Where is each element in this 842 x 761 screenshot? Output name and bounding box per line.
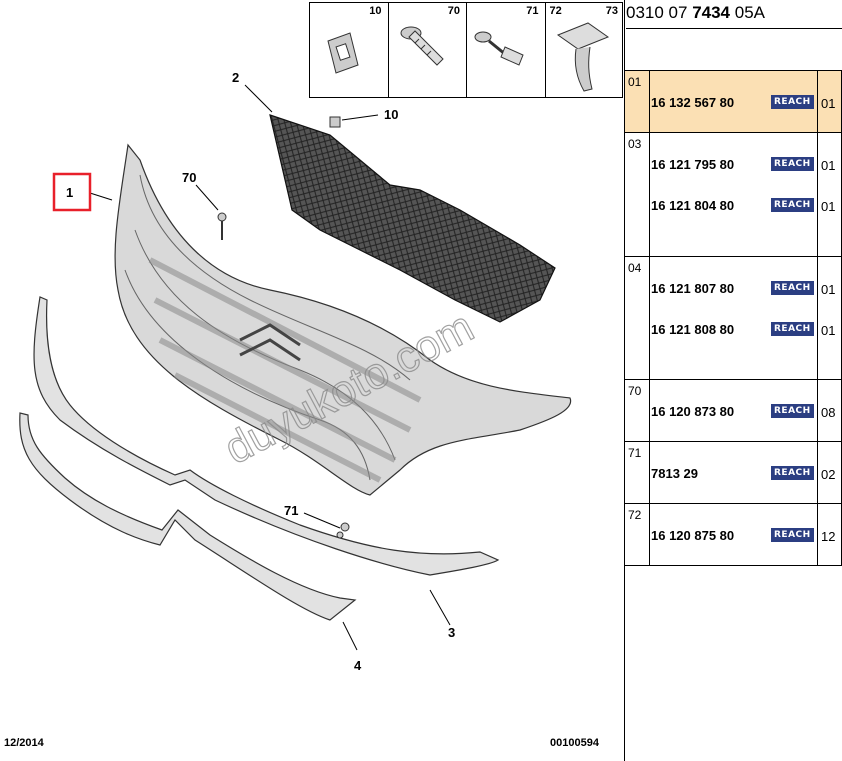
part-group-index: 01 xyxy=(628,75,642,89)
part-quantity: 01 xyxy=(821,199,836,214)
ref-suffix: 05A xyxy=(734,3,765,22)
part-quantity: 01 xyxy=(821,96,836,111)
part-quantity: 02 xyxy=(821,467,836,482)
part-row[interactable]: 16 121 795 80 REACH 01 xyxy=(651,157,841,175)
part-group-04[interactable]: 04 16 121 807 80 REACH 01 16 121 808 80 REACH… xyxy=(624,256,842,379)
part-number[interactable]: 16 121 807 80 xyxy=(651,281,735,296)
part-group-index: 70 xyxy=(628,384,642,398)
part-quantity: 12 xyxy=(821,529,836,544)
column-divider xyxy=(649,504,650,565)
reach-badge: REACH xyxy=(771,157,814,171)
part-group-index: 04 xyxy=(628,261,642,275)
callout-1[interactable]: 1 xyxy=(66,185,73,200)
column-divider xyxy=(817,504,818,565)
reach-badge: REACH xyxy=(771,404,814,418)
column-divider xyxy=(817,71,818,132)
leader-lines xyxy=(89,84,451,651)
part-number[interactable]: 16 132 567 80 xyxy=(651,95,735,110)
legend-num-72: 72 xyxy=(549,5,562,17)
part-row[interactable]: 16 121 808 80 REACH 01 xyxy=(651,322,841,340)
part-quantity: 01 xyxy=(821,282,836,297)
part-group-03[interactable]: 03 16 121 795 80 REACH 01 16 121 804 80 REACH… xyxy=(624,132,842,256)
part-row[interactable]: 16 120 875 80 REACH 12 xyxy=(651,528,841,546)
reach-badge: REACH xyxy=(771,95,814,109)
column-divider xyxy=(649,133,650,256)
part-group-70[interactable]: 70 16 120 873 80 REACH 08 xyxy=(624,379,842,441)
upper-chrome-strip-part[interactable] xyxy=(33,296,500,576)
reach-badge: REACH xyxy=(771,528,814,542)
column-divider xyxy=(649,257,650,379)
footer-doc-number: 00100594 xyxy=(550,737,600,749)
part-number[interactable]: 16 121 808 80 xyxy=(651,322,735,337)
part-row[interactable]: 16 120 873 80 REACH 08 xyxy=(651,404,841,422)
header-underline xyxy=(626,28,842,29)
column-divider xyxy=(817,133,818,256)
callout-2[interactable]: 2 xyxy=(232,70,239,85)
part-group-72[interactable]: 72 16 120 875 80 REACH 12 xyxy=(624,503,842,566)
part-quantity: 08 xyxy=(821,405,836,420)
part-row[interactable]: 16 121 804 80 REACH 01 xyxy=(651,198,841,216)
ref-prefix: 0310 07 xyxy=(626,3,688,22)
callout-1-box xyxy=(52,172,92,212)
reference-header: 0310 07 7434 05A xyxy=(626,3,765,23)
lower-chrome-strip-part[interactable] xyxy=(19,412,357,621)
clip-71-in-diagram xyxy=(336,522,350,539)
part-group-index: 03 xyxy=(628,137,642,151)
callout-70[interactable]: 70 xyxy=(182,170,196,185)
mesh-clip-icon xyxy=(556,22,609,92)
column-divider xyxy=(649,380,650,441)
screw-70-in-diagram xyxy=(217,212,227,240)
part-quantity: 01 xyxy=(821,158,836,173)
part-group-index: 71 xyxy=(628,446,642,460)
column-divider xyxy=(817,442,818,503)
part-number[interactable]: 16 120 875 80 xyxy=(651,528,735,543)
callout-3[interactable]: 3 xyxy=(448,625,455,640)
part-row[interactable]: 16 132 567 80 REACH 01 xyxy=(651,95,841,113)
legend-num-70: 70 xyxy=(447,5,460,17)
push-clip-icon xyxy=(474,31,524,66)
part-number[interactable]: 16 121 804 80 xyxy=(651,198,735,213)
part-row[interactable]: 7813 29 REACH 02 xyxy=(651,466,841,484)
part-number[interactable]: 7813 29 xyxy=(651,466,698,481)
legend-num-73: 73 xyxy=(605,5,618,17)
legend-cell-70[interactable]: 70 xyxy=(389,3,467,97)
part-group-71[interactable]: 71 7813 29 REACH 02 xyxy=(624,441,842,503)
clip-10-in-diagram xyxy=(329,116,341,128)
legend-cell-10[interactable]: 10 xyxy=(310,3,389,97)
callout-71[interactable]: 71 xyxy=(284,503,298,518)
callout-4[interactable]: 4 xyxy=(354,658,362,673)
exploded-diagram: 1 2 10 70 71 3 4 duyukoto.com 12/2014 00… xyxy=(4,2,623,749)
diagram-canvas: 1 2 10 70 71 3 4 duyukoto.com 12/2014 00… xyxy=(4,70,600,749)
part-group-01[interactable]: 01 16 132 567 80 REACH 01 xyxy=(624,70,842,132)
legend-cell-71[interactable]: 71 xyxy=(467,3,546,97)
part-number[interactable]: 16 121 795 80 xyxy=(651,157,735,172)
part-quantity: 01 xyxy=(821,323,836,338)
column-divider xyxy=(649,442,650,503)
part-group-index: 72 xyxy=(628,508,642,522)
reach-badge: REACH xyxy=(771,466,814,480)
ref-bold: 7434 xyxy=(692,3,731,22)
column-divider xyxy=(817,257,818,379)
fastener-legend: 10 70 71 72 73 xyxy=(309,2,623,98)
mesh-grille-part[interactable] xyxy=(269,114,556,323)
reach-badge: REACH xyxy=(771,281,814,295)
legend-num-10: 10 xyxy=(369,5,382,17)
parts-table: 01 16 132 567 80 REACH 01 03 16 121 795 80 REA… xyxy=(624,70,842,566)
part-row[interactable]: 16 121 807 80 REACH 01 xyxy=(651,281,841,299)
footer-date: 12/2014 xyxy=(4,737,45,749)
main-grille-part[interactable] xyxy=(114,143,572,496)
legend-cell-72-73[interactable]: 72 73 xyxy=(546,3,623,97)
callout-10[interactable]: 10 xyxy=(384,107,398,122)
reach-badge: REACH xyxy=(771,198,814,212)
part-number[interactable]: 16 120 873 80 xyxy=(651,404,735,419)
legend-num-71: 71 xyxy=(526,5,539,17)
reach-badge: REACH xyxy=(771,322,814,336)
screw-rivet-icon xyxy=(400,26,444,66)
column-divider xyxy=(649,71,650,132)
column-divider xyxy=(817,380,818,441)
clip-plate-icon xyxy=(327,32,359,74)
